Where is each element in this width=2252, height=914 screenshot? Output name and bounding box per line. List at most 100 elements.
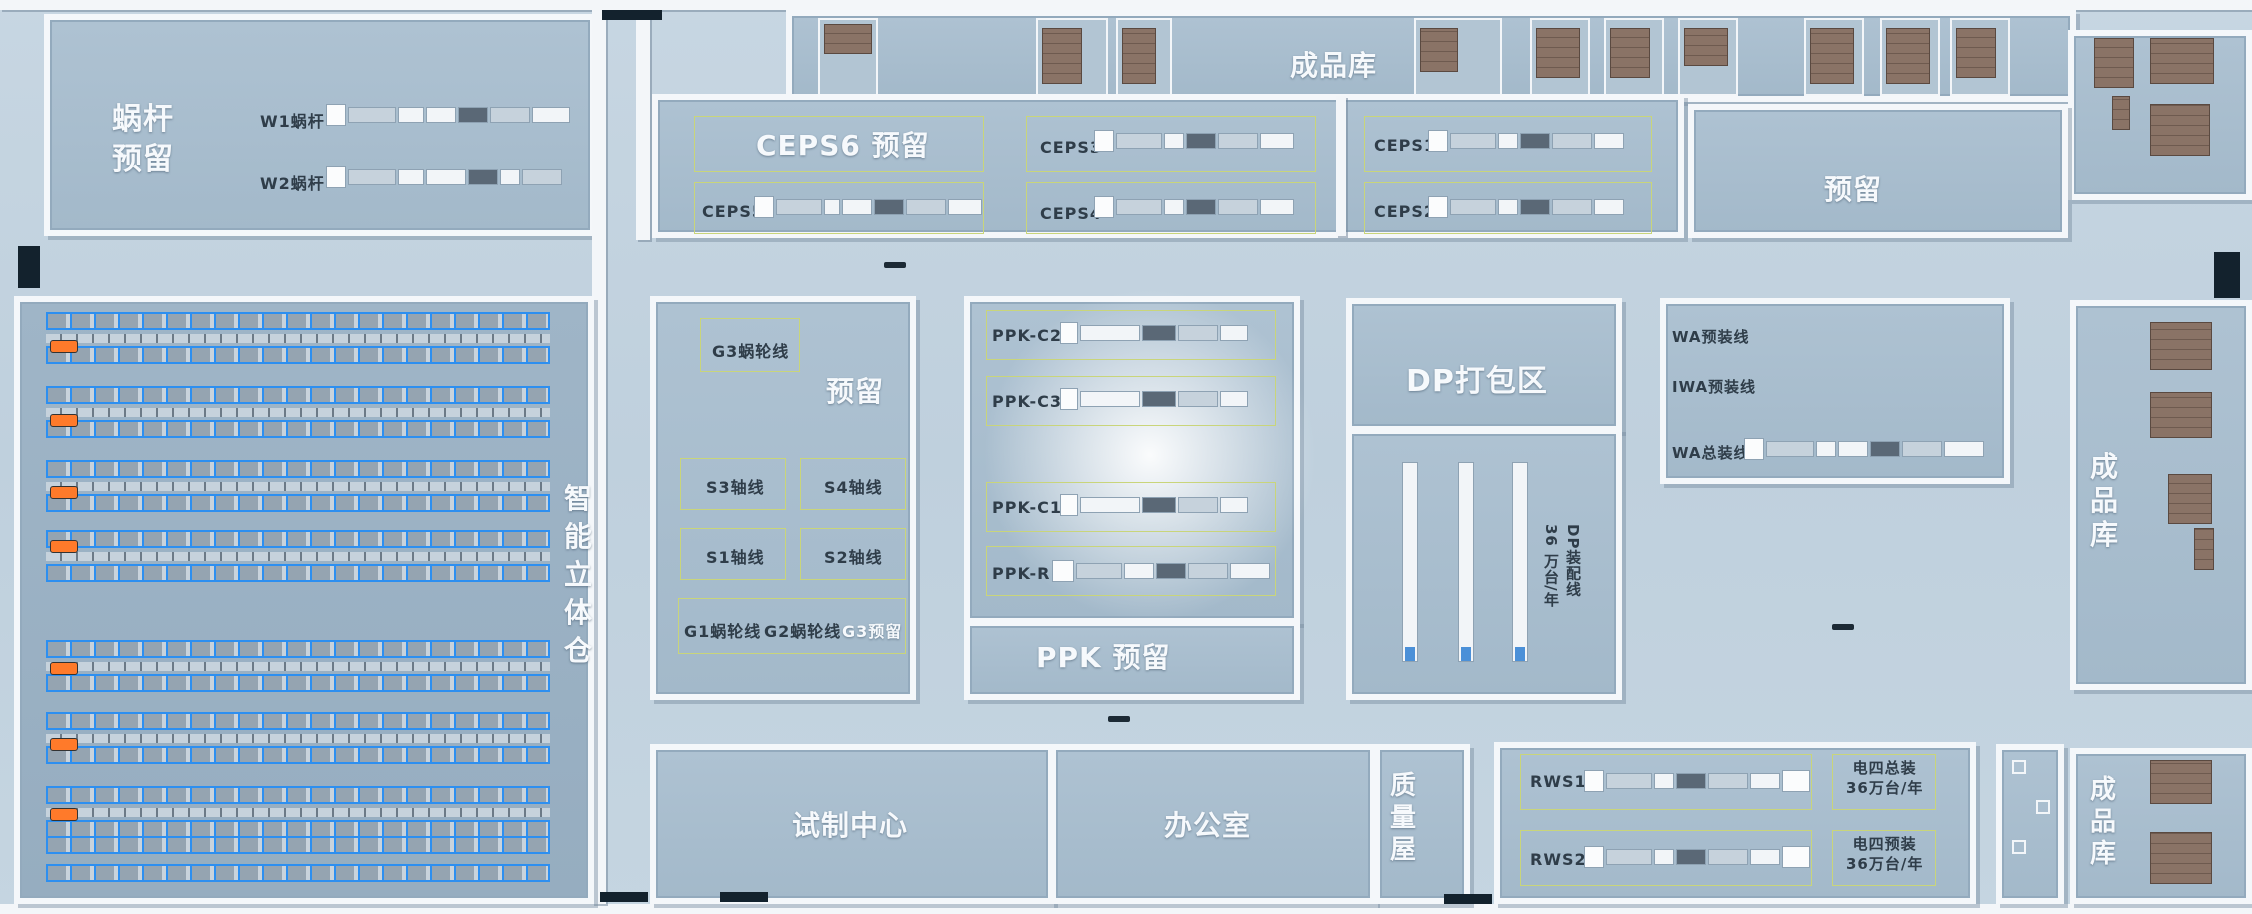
line-g3r-label: G3预留: [842, 622, 903, 641]
gate-bottom[interactable]: [600, 892, 648, 902]
storage-rack[interactable]: [46, 494, 550, 512]
line-g3-label: G3蜗轮线: [712, 342, 790, 361]
area-ppk-reserve-label: PPK 预留: [1036, 641, 1171, 674]
storage-rack[interactable]: [46, 786, 550, 804]
stacker-shuttle[interactable]: [50, 738, 78, 751]
dp-assembly-conveyor[interactable]: [1512, 462, 1528, 662]
rack-aisle: [46, 334, 550, 343]
storage-rack[interactable]: [46, 836, 550, 854]
area-trial-center[interactable]: [650, 744, 1054, 904]
line-ppk-c3-equipment[interactable]: [1060, 388, 1248, 410]
goods-box: [1886, 28, 1930, 84]
line-ceps5-equipment[interactable]: [754, 196, 982, 218]
storage-rack[interactable]: [46, 674, 550, 692]
zone-s1[interactable]: [680, 528, 786, 580]
storage-rack[interactable]: [46, 420, 550, 438]
area-quality[interactable]: [1374, 744, 1470, 904]
line-s4-label: S4轴线: [824, 478, 883, 497]
zone-e4-main[interactable]: [1832, 754, 1936, 810]
zone-ceps1[interactable]: [1364, 116, 1652, 172]
zone-ceps4[interactable]: [1026, 182, 1316, 234]
dp-assembly-conveyor[interactable]: [1402, 462, 1418, 662]
zone-rws1[interactable]: [1520, 754, 1812, 810]
line-ceps3-label: CEPS3: [1040, 138, 1103, 157]
area-dp-pack-label: DP打包区: [1406, 364, 1548, 399]
line-w2-equipment[interactable]: [326, 166, 562, 188]
stacker-shuttle[interactable]: [50, 540, 78, 553]
gate-east[interactable]: [2214, 252, 2240, 298]
area-worm-reserve[interactable]: [44, 14, 596, 236]
zone-g1-g2-g3r[interactable]: [678, 598, 906, 654]
line-ppk-c1-equipment[interactable]: [1060, 494, 1248, 516]
line-rws1-equipment[interactable]: [1584, 770, 1810, 792]
wall-corridor-left-2: [636, 10, 650, 240]
line-w2-label: W2蜗杆: [260, 174, 325, 193]
zone-ppk-r[interactable]: [986, 546, 1276, 596]
zone-rws2[interactable]: [1520, 830, 1812, 886]
storage-rack[interactable]: [46, 712, 550, 730]
line-ceps1-label: CEPS1: [1374, 136, 1437, 155]
line-wa-main-equipment[interactable]: [1744, 438, 1984, 460]
line-ceps4-equipment[interactable]: [1094, 196, 1294, 218]
area-rws[interactable]: [1494, 742, 1976, 904]
storage-rack[interactable]: [46, 346, 550, 364]
goods-box: [1956, 28, 1996, 78]
line-ceps3-equipment[interactable]: [1094, 130, 1294, 152]
area-office-label: 办公室: [1164, 809, 1252, 842]
area-reserve-ne[interactable]: [1688, 104, 2068, 238]
zone-e4-pre[interactable]: [1832, 830, 1936, 886]
zone-s4[interactable]: [800, 458, 906, 510]
zone-ppk-c2[interactable]: [986, 310, 1276, 360]
gate-bottom[interactable]: [720, 892, 768, 902]
storage-rack[interactable]: [46, 564, 550, 582]
area-quality-label: 质 量 屋: [1390, 771, 1418, 865]
line-ppk-r-equipment[interactable]: [1052, 560, 1270, 582]
stacker-shuttle[interactable]: [50, 486, 78, 499]
storage-rack[interactable]: [46, 386, 550, 404]
line-rws2-equipment[interactable]: [1584, 846, 1810, 868]
storage-rack[interactable]: [46, 640, 550, 658]
zone-s2[interactable]: [800, 528, 906, 580]
agv-vehicle[interactable]: [884, 262, 906, 268]
agv-vehicle[interactable]: [1832, 624, 1854, 630]
stacker-shuttle[interactable]: [50, 340, 78, 353]
storage-rack[interactable]: [46, 530, 550, 548]
goods-box: [1810, 28, 1854, 84]
line-w1-equipment[interactable]: [326, 104, 570, 126]
area-office[interactable]: [1050, 744, 1376, 904]
goods-box: [1042, 28, 1082, 84]
zone-ceps5[interactable]: [694, 182, 984, 234]
zone-ceps6[interactable]: [694, 116, 984, 172]
storage-rack[interactable]: [46, 312, 550, 330]
stacker-shuttle[interactable]: [50, 414, 78, 427]
zone-ppk-c1[interactable]: [986, 482, 1276, 532]
gate-bottom[interactable]: [1444, 894, 1492, 904]
line-wa-pre1-label: WA预装线: [1672, 328, 1750, 346]
area-ppk-reserve[interactable]: [964, 620, 1300, 700]
line-ceps2-equipment[interactable]: [1428, 196, 1624, 218]
agv-vehicle[interactable]: [1108, 716, 1130, 722]
storage-rack[interactable]: [46, 864, 550, 882]
zone-s3[interactable]: [680, 458, 786, 510]
zone-ceps2[interactable]: [1364, 182, 1652, 234]
zone-ceps3[interactable]: [1026, 116, 1316, 172]
goods-box: [1610, 28, 1650, 78]
storage-rack[interactable]: [46, 746, 550, 764]
area-reserve-mid[interactable]: [650, 296, 916, 700]
wall-corridor-left: [592, 10, 606, 904]
line-ppk-c2-equipment[interactable]: [1060, 322, 1248, 344]
storage-rack[interactable]: [46, 460, 550, 478]
area-finished-br-label: 成 品 库: [2090, 775, 2118, 869]
area-dp-assembly[interactable]: [1346, 428, 1622, 700]
dp-assembly-conveyor[interactable]: [1458, 462, 1474, 662]
zone-g3[interactable]: [700, 318, 800, 372]
stacker-shuttle[interactable]: [50, 662, 78, 675]
zone-ppk-c3[interactable]: [986, 376, 1276, 426]
gate-west[interactable]: [18, 246, 40, 288]
rack-aisle: [46, 808, 550, 817]
line-e4-main-label: 电四总装 36万台/年: [1846, 759, 1924, 797]
stacker-shuttle[interactable]: [50, 808, 78, 821]
area-shelving-br[interactable]: [1996, 744, 2064, 904]
line-ceps1-equipment[interactable]: [1428, 130, 1624, 152]
gate-top[interactable]: [602, 10, 662, 20]
